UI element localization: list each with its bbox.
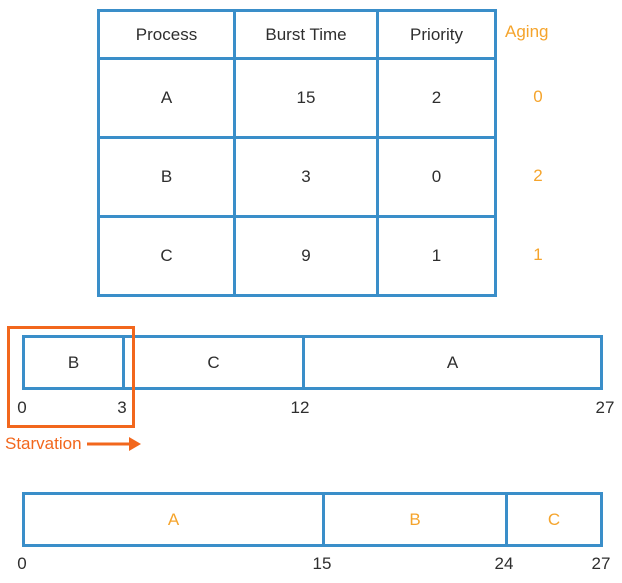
gantt1-tick-3: 3: [117, 398, 127, 417]
cell-burst-time: 9: [233, 215, 379, 297]
cell-process: A: [97, 57, 236, 139]
gantt1-tick-12: 12: [290, 398, 310, 417]
gantt-chart-no-aging: B C A: [22, 335, 603, 390]
gantt-chart-with-aging: A B C: [22, 492, 603, 547]
cell-priority: 1: [376, 215, 497, 297]
table-header-row: Process Burst Time Priority: [97, 9, 497, 60]
header-priority: Priority: [376, 9, 497, 60]
cell-priority: 0: [376, 136, 497, 218]
cell-priority: 2: [376, 57, 497, 139]
aging-value-a: 0: [533, 87, 543, 106]
starvation-highlight-box: [7, 326, 135, 428]
cell-process: B: [97, 136, 236, 218]
starvation-label: Starvation: [5, 434, 82, 453]
gantt2-tick-27: 27: [591, 554, 611, 573]
gantt2-segment-c: C: [547, 509, 561, 529]
gantt2-segment-a: A: [25, 495, 325, 544]
cell-process: C: [97, 215, 236, 297]
gantt2-tick-15: 15: [312, 554, 332, 573]
header-burst-time: Burst Time: [233, 9, 379, 60]
table-row: B 3 0: [97, 136, 497, 218]
aging-column-label: Aging: [505, 22, 549, 41]
gantt1-segment-b: B: [25, 338, 125, 387]
gantt2-tick-0: 0: [17, 554, 27, 573]
cell-burst-time: 15: [233, 57, 379, 139]
gantt2-tick-24: 24: [494, 554, 514, 573]
table-row: C 9 1: [97, 215, 497, 297]
process-table: Process Burst Time Priority A 15 2 B 3 0…: [97, 9, 497, 297]
aging-value-b: 2: [533, 166, 543, 185]
gantt2-segment-b: B: [325, 495, 508, 544]
table-row: A 15 2: [97, 57, 497, 139]
gantt1-tick-27: 27: [595, 398, 615, 417]
header-process: Process: [97, 9, 236, 60]
gantt1-segment-a: A: [446, 352, 459, 372]
gantt1-tick-0: 0: [17, 398, 27, 417]
cell-burst-time: 3: [233, 136, 379, 218]
starvation-arrow-icon: [87, 437, 141, 451]
gantt1-segment-c: C: [125, 338, 305, 387]
aging-value-c: 1: [533, 245, 543, 264]
